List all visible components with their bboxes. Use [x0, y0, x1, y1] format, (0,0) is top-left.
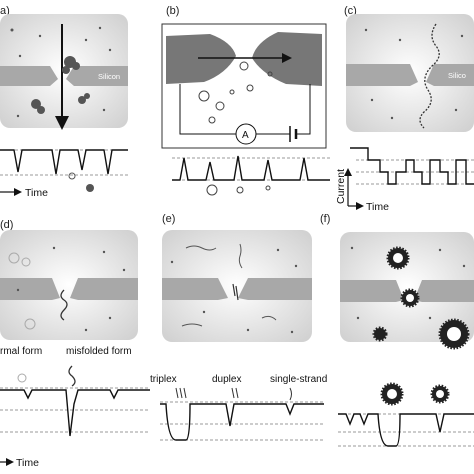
panel-b: (b) A	[161, 5, 330, 196]
panel-e-label: (e)	[162, 213, 175, 225]
panel-e-strands	[181, 243, 277, 327]
panel-f-virus-particles	[372, 246, 470, 350]
panel-a-label: a)	[0, 5, 10, 17]
panel-b-left-electrode	[166, 34, 236, 84]
panel-d-membrane	[0, 278, 138, 300]
panel-e-membrane	[162, 278, 312, 300]
panel-a-trace-group	[0, 149, 128, 192]
panel-e-strand-in-pore	[232, 283, 239, 301]
panel-a-arrowhead	[55, 116, 69, 130]
panel-d-label: (d)	[0, 219, 13, 231]
panel-c-time-label: Time	[366, 201, 389, 213]
panel-d-form1-label: rmal form	[0, 346, 42, 357]
panel-c-current-trace	[350, 147, 474, 185]
panel-f: (f)	[320, 213, 474, 447]
panel-f-chamber	[340, 232, 474, 342]
panel-c-trace-group	[350, 147, 474, 185]
panel-a-particles	[10, 26, 112, 118]
panel-a-current-trace	[0, 149, 128, 175]
panel-a-membrane	[0, 66, 128, 86]
panel-e-single-label: single-strand	[270, 374, 327, 385]
panel-d-time-label: Time	[16, 457, 39, 469]
panel-b-label: (b)	[166, 5, 179, 17]
panel-d-trace-group	[0, 365, 150, 437]
panel-e-duplex-label: duplex	[212, 374, 241, 385]
panel-d-form2-label: misfolded form	[66, 346, 132, 357]
panel-f-membrane	[340, 280, 474, 302]
panel-c-material-label: Silico	[448, 71, 466, 80]
panel-e-current-trace	[160, 403, 324, 441]
panel-b-ammeter	[235, 123, 257, 145]
panel-c-current-label: Current	[335, 169, 347, 204]
panel-e-trace-group	[160, 387, 324, 441]
panel-b-wire-left	[179, 84, 236, 135]
panel-d-protein	[60, 289, 68, 321]
panel-a-time-label: Time	[25, 187, 48, 199]
panel-d-current-trace	[0, 389, 150, 437]
panel-e-chamber	[162, 230, 312, 342]
panel-c-dna-strand	[419, 23, 440, 129]
panel-b-ammeter-label: A	[242, 130, 249, 141]
panel-a-material-label: Silicon	[98, 72, 120, 81]
panel-f-label: (f)	[320, 213, 330, 225]
panel-c: (c) Silico Current Time	[335, 5, 474, 213]
panel-e-triplex-label: triplex	[150, 374, 177, 385]
panel-b-bubbles	[198, 61, 273, 124]
panel-d-chamber	[0, 230, 138, 340]
panel-c-membrane	[346, 64, 474, 86]
panel-f-current-trace	[338, 413, 474, 447]
panel-c-label: (c)	[344, 5, 357, 17]
panel-b-wire-right	[256, 84, 311, 135]
panel-a: a) Silicon Time	[0, 5, 128, 199]
panel-f-trace-group	[338, 382, 474, 447]
panel-b-current-trace	[172, 155, 330, 181]
panel-b-trace-group	[172, 155, 330, 196]
panel-d: (d) rmal form misfolded form Time	[0, 219, 150, 469]
panel-e: (e) triplex duplex single-strand	[150, 213, 327, 441]
